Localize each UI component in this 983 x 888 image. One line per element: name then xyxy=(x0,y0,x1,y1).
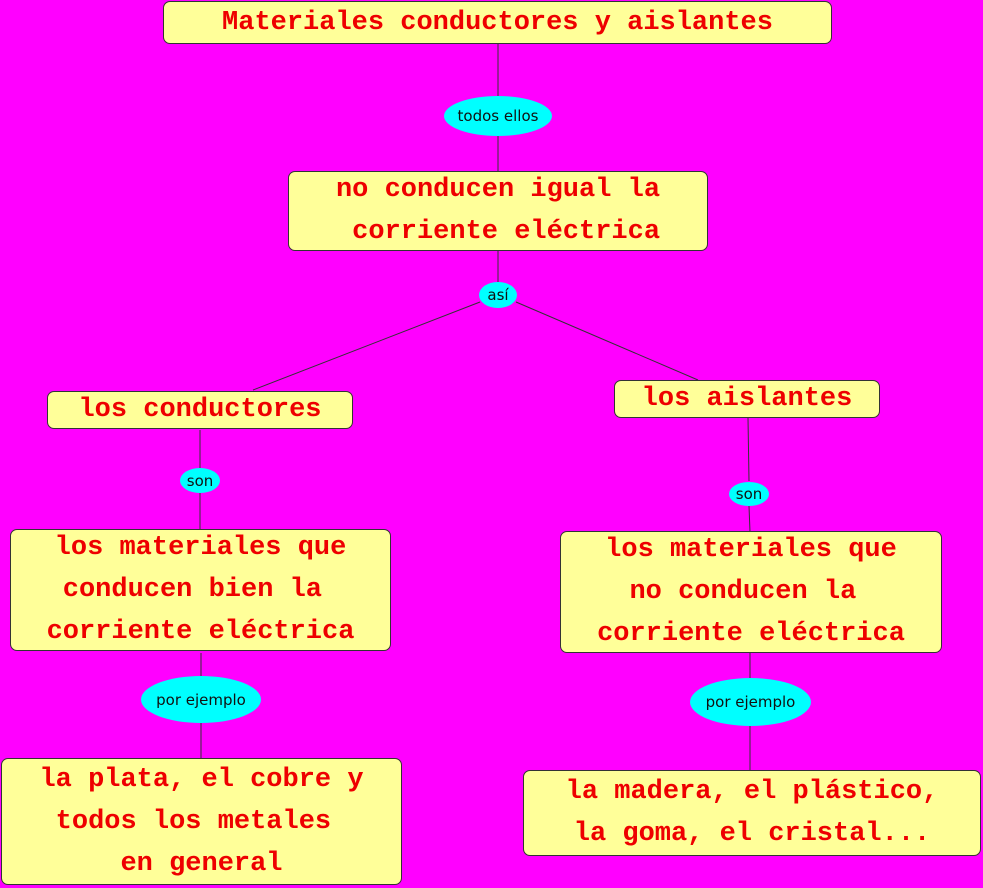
concept-root-title[interactable]: Materiales conductores y aislantes xyxy=(163,1,832,44)
linker-todos-ellos: todos ellos xyxy=(444,96,552,136)
linker-por-ejemplo-left: por ejemplo xyxy=(141,676,261,723)
concept-los-aislantes[interactable]: los aislantes xyxy=(614,380,880,418)
linker-son-left: son xyxy=(180,468,220,493)
linker-asi: así xyxy=(479,282,517,308)
linker-son-right: son xyxy=(729,482,769,506)
concept-los-conductores[interactable]: los conductores xyxy=(47,391,353,429)
linker-por-ejemplo-right: por ejemplo xyxy=(690,678,811,726)
concept-ejemplos-aislantes[interactable]: la madera, el plástico, la goma, el cris… xyxy=(523,770,981,856)
concept-no-conducen-igual[interactable]: no conducen igual la corriente eléctrica xyxy=(288,171,708,251)
concept-def-aislantes[interactable]: los materiales que no conducen la corrie… xyxy=(560,531,942,653)
concept-def-conductores[interactable]: los materiales que conducen bien la corr… xyxy=(10,529,391,651)
concept-ejemplos-conductores[interactable]: la plata, el cobre y todos los metales e… xyxy=(1,758,402,885)
